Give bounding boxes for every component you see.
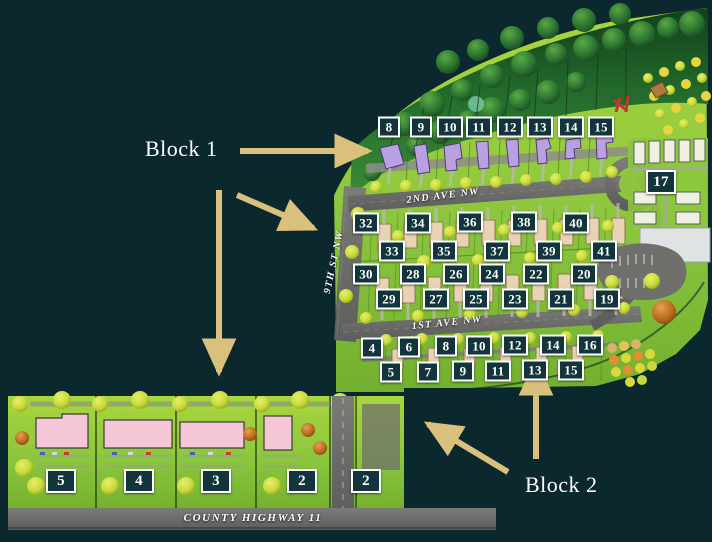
lot-number-8[interactable]: 8 bbox=[378, 116, 400, 138]
southwest-commercial-strip bbox=[8, 391, 404, 512]
lot-number-4[interactable]: 4 bbox=[361, 337, 383, 359]
lot-number-13[interactable]: 13 bbox=[522, 359, 548, 381]
lot-number-7[interactable]: 7 bbox=[417, 361, 439, 383]
lot-number-28[interactable]: 28 bbox=[400, 263, 426, 285]
lot-number-13[interactable]: 13 bbox=[527, 116, 553, 138]
lot-number-15[interactable]: 15 bbox=[558, 359, 584, 381]
lot-number-36[interactable]: 36 bbox=[457, 211, 483, 233]
lot-number-6[interactable]: 6 bbox=[398, 336, 420, 358]
lot-number-34[interactable]: 34 bbox=[405, 212, 431, 234]
lot-number-20[interactable]: 20 bbox=[571, 263, 597, 285]
callout-block1: Block 1 bbox=[145, 136, 218, 161]
lot-number-8[interactable]: 8 bbox=[435, 335, 457, 357]
lot-number-38[interactable]: 38 bbox=[511, 211, 537, 233]
lot-number-2[interactable]: 2 bbox=[351, 469, 381, 493]
lot-number-3[interactable]: 3 bbox=[201, 469, 231, 493]
lot-number-21[interactable]: 21 bbox=[548, 288, 574, 310]
lot-number-27[interactable]: 27 bbox=[423, 288, 449, 310]
lot-number-32[interactable]: 32 bbox=[353, 212, 379, 234]
lot-number-11[interactable]: 11 bbox=[466, 116, 492, 138]
lot-number-29[interactable]: 29 bbox=[376, 288, 402, 310]
lot-number-4[interactable]: 4 bbox=[124, 469, 154, 493]
lot-number-24[interactable]: 24 bbox=[479, 263, 505, 285]
lot-number-22[interactable]: 22 bbox=[523, 263, 549, 285]
lot-number-19[interactable]: 19 bbox=[594, 288, 620, 310]
lot-number-33[interactable]: 33 bbox=[379, 240, 405, 262]
county-highway-11-road bbox=[8, 508, 496, 530]
lot-number-2[interactable]: 2 bbox=[287, 469, 317, 493]
lot-number-41[interactable]: 41 bbox=[591, 240, 617, 262]
east-parking-area bbox=[597, 227, 711, 387]
lot-number-30[interactable]: 30 bbox=[353, 263, 379, 285]
lot-number-5[interactable]: 5 bbox=[46, 469, 76, 493]
lot-number-5[interactable]: 5 bbox=[380, 361, 402, 383]
lot-number-16[interactable]: 16 bbox=[577, 334, 603, 356]
lot-number-9[interactable]: 9 bbox=[452, 360, 474, 382]
lot-number-40[interactable]: 40 bbox=[563, 212, 589, 234]
lot-number-11[interactable]: 11 bbox=[485, 360, 511, 382]
lot-buildings-north-row bbox=[370, 131, 618, 193]
lot-number-25[interactable]: 25 bbox=[463, 288, 489, 310]
lot-number-12[interactable]: 12 bbox=[497, 116, 523, 138]
lot-number-10[interactable]: 10 bbox=[466, 335, 492, 357]
lot-number-15[interactable]: 15 bbox=[588, 116, 614, 138]
lot-number-12[interactable]: 12 bbox=[502, 334, 528, 356]
lot-number-14[interactable]: 14 bbox=[558, 116, 584, 138]
lot-number-39[interactable]: 39 bbox=[536, 240, 562, 262]
lot-number-35[interactable]: 35 bbox=[431, 240, 457, 262]
lot-number-37[interactable]: 37 bbox=[484, 240, 510, 262]
lot-number-26[interactable]: 26 bbox=[443, 263, 469, 285]
callout-block2: Block 2 bbox=[525, 472, 598, 497]
lot-number-17[interactable]: 17 bbox=[646, 170, 676, 194]
lot-number-9[interactable]: 9 bbox=[410, 116, 432, 138]
lot-number-14[interactable]: 14 bbox=[540, 334, 566, 356]
lot-number-23[interactable]: 23 bbox=[502, 288, 528, 310]
lot-number-10[interactable]: 10 bbox=[437, 116, 463, 138]
